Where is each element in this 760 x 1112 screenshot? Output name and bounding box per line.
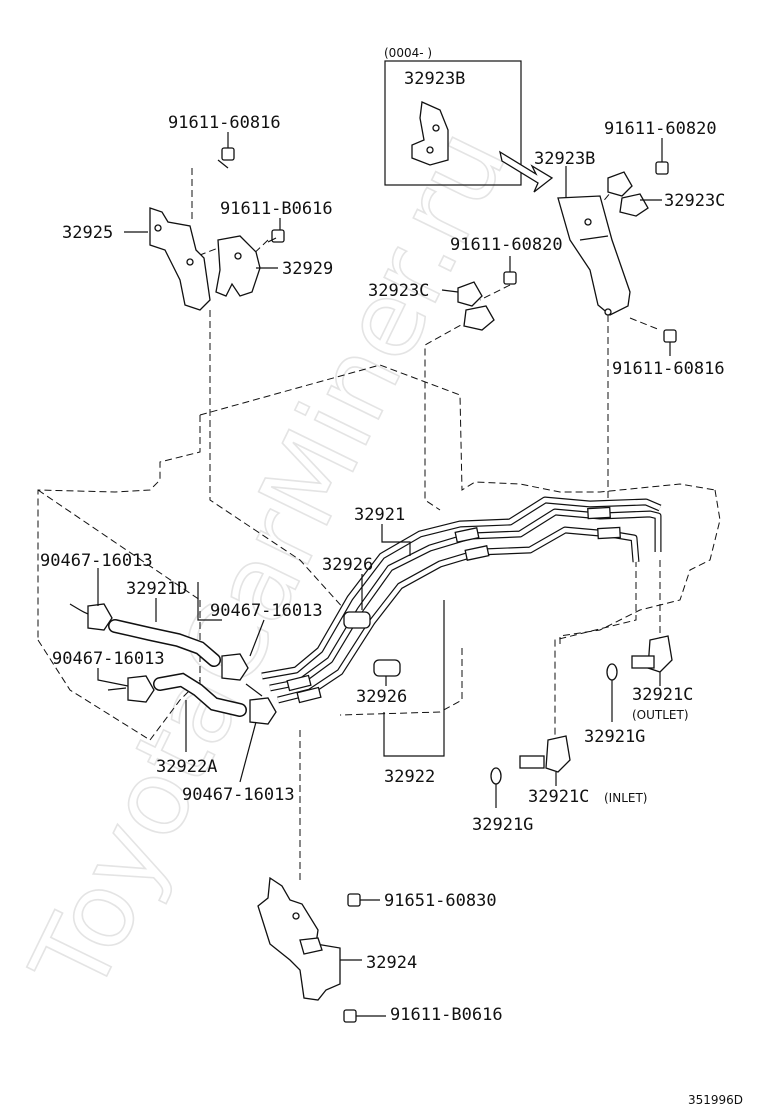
bracket-32925 [149, 207, 211, 311]
engine-outline [37, 364, 721, 741]
label-32923c-left: 32923C [368, 281, 429, 301]
bolt-91611-b0616-bot [343, 1009, 357, 1023]
clamp-32923c-right [607, 171, 649, 217]
label-90467-16013-d: 90467-16013 [182, 785, 295, 805]
label-outlet-note: (OUTLET) [632, 708, 689, 722]
arrow-pointer [499, 150, 554, 193]
bolt-91611-60820-mid [503, 271, 517, 285]
label-32921: 32921 [354, 505, 405, 525]
label-32921c-outlet: 32921C [632, 685, 693, 705]
label-90467-16013-b: 90467-16013 [210, 601, 323, 621]
bolt-91611-60820-right [655, 161, 669, 175]
label-leaders [97, 132, 671, 1017]
pipe-end-stub [245, 683, 263, 697]
inset-box: (0004- ) 32923B [384, 46, 522, 186]
label-32922a: 32922A [156, 757, 217, 777]
clip-90467-16013-a [87, 603, 113, 631]
part-labels: 91611-60816 32925 91611-B0616 32929 9161… [40, 113, 725, 1025]
sleeve-32926-bot [373, 659, 401, 677]
label-91611-60820-right: 91611-60820 [604, 119, 717, 139]
bolt-91611-60816-right [663, 329, 677, 343]
hose-32922a [107, 672, 247, 717]
label-32926-bot: 32926 [356, 687, 407, 707]
washer-32921g-right [606, 663, 618, 681]
label-91611-60820-mid: 91611-60820 [450, 235, 563, 255]
sleeve-32926-top [343, 611, 371, 629]
label-32924: 32924 [366, 953, 417, 973]
label-32921g-left: 32921G [472, 815, 533, 835]
label-90467-16013-c: 90467-16013 [52, 649, 165, 669]
label-32923b: 32923B [534, 149, 595, 169]
label-32929: 32929 [282, 259, 333, 279]
clip-90467-16013-d [249, 697, 277, 725]
label-91651-60830: 91651-60830 [384, 891, 497, 911]
union-32921c-inlet [519, 735, 571, 773]
bracket-32929 [215, 235, 261, 297]
label-32923c-right: 32923C [664, 191, 725, 211]
label-32921g-right: 32921G [584, 727, 645, 747]
clamp-32923c-left [457, 281, 495, 331]
bracket-32923b-inset [411, 101, 449, 166]
clip-90467-16013-b [221, 653, 249, 681]
bracket-32923b [557, 195, 631, 316]
cooler-pipes [261, 496, 662, 704]
label-91611-b0616-top: 91611-B0616 [220, 199, 333, 219]
bracket-32924 [257, 876, 341, 1001]
label-90467-16013-a: 90467-16013 [40, 551, 153, 571]
washer-32921g-left [490, 767, 502, 785]
inset-header: (0004- ) [384, 46, 432, 60]
label-32921d: 32921D [126, 579, 187, 599]
label-91611-60816-right: 91611-60816 [612, 359, 725, 379]
bolt-91611-b0616-top [267, 229, 285, 243]
bolt-91651-60830 [347, 893, 361, 907]
label-91611-b0616-bot: 91611-B0616 [390, 1005, 503, 1025]
bolt-91611-60816-top [217, 147, 235, 169]
clip-90467-16013-c [127, 675, 155, 703]
label-91611-60816-top: 91611-60816 [168, 113, 281, 133]
label-32921c-inlet: 32921C [528, 787, 589, 807]
label-32925: 32925 [62, 223, 113, 243]
union-32921c-outlet [631, 635, 673, 673]
label-32922: 32922 [384, 767, 435, 787]
inset-part-label: 32923B [404, 69, 465, 89]
diagram-code: 351996D [688, 1093, 743, 1107]
label-32926-top: 32926 [322, 555, 373, 575]
label-inlet-note: (INLET) [604, 791, 647, 805]
